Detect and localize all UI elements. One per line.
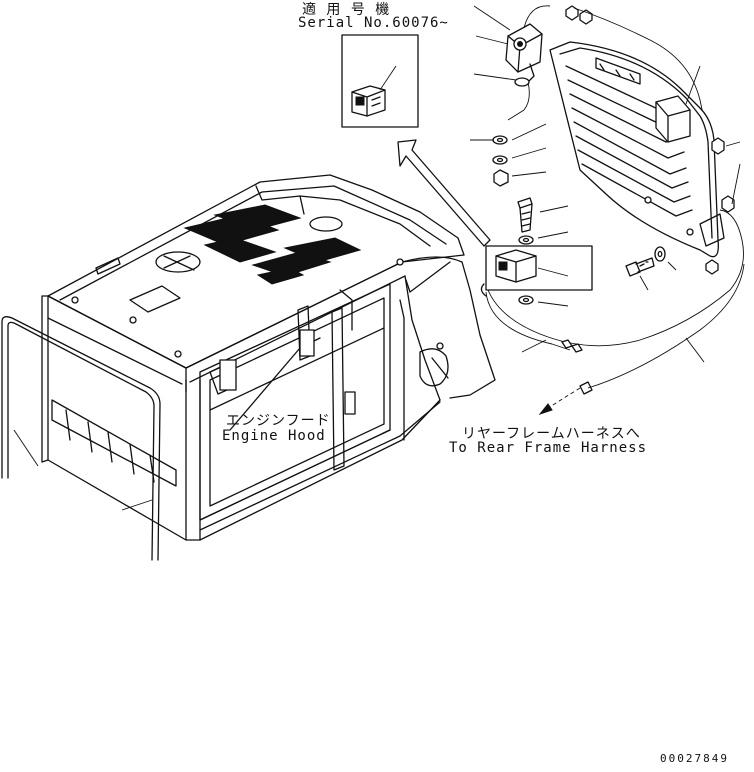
serial-inset-box [342,35,418,127]
mounting-hardware [470,124,676,306]
reference-arrow [398,140,490,246]
engine-hood-label-en: Engine Hood [222,428,326,444]
engine-hood [42,175,495,540]
rear-harness-label-en: To Rear Frame Harness [449,440,648,456]
relay-part-icon [352,86,385,116]
serial-note-jp: 適 用 号 機 [302,2,391,18]
engine-hood-label-jp: エンジンフード [226,413,331,429]
connector-icon [481,250,536,296]
rear-harness-label-jp: リヤーフレームハーネスへ [462,426,641,442]
work-lamp [474,6,542,120]
harness-direction-arrow [540,388,580,414]
wire-harness [486,210,744,394]
serial-note-en: Serial No.60076~ [298,15,449,31]
hood-louvre-grille [185,205,360,284]
hood-handrail [2,317,160,560]
leader-lines [14,430,152,510]
drawing-number: 00027849 [660,752,729,765]
rear-grille [550,42,740,274]
